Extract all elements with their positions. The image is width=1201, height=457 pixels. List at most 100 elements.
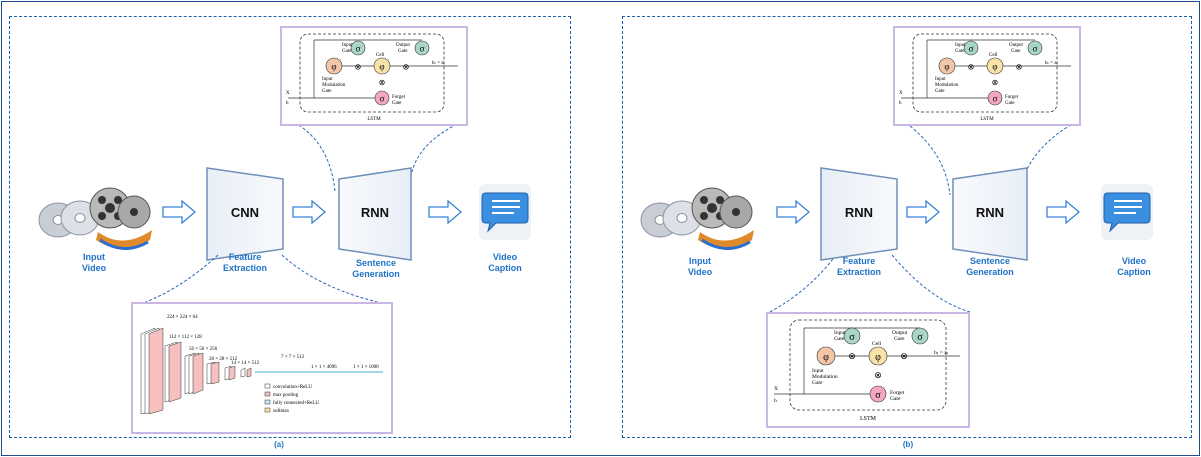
svg-text:Gate: Gate xyxy=(342,49,352,54)
svg-text:Gate: Gate xyxy=(812,380,823,386)
svg-text:⊗: ⊗ xyxy=(355,63,362,72)
svg-text:1 × 1 × 1000: 1 × 1 × 1000 xyxy=(353,365,379,370)
arrow-icon xyxy=(428,200,462,224)
svg-text:hₜ = zₜ: hₜ = zₜ xyxy=(432,61,446,66)
svg-text:φ: φ xyxy=(992,62,997,72)
svg-text:φ: φ xyxy=(379,62,384,72)
svg-text:LSTM: LSTM xyxy=(367,117,381,122)
svg-text:σ: σ xyxy=(969,44,974,54)
svg-text:Cell: Cell xyxy=(989,53,998,58)
svg-text:φ: φ xyxy=(944,62,949,72)
rnn-block xyxy=(338,167,412,261)
svg-text:⊗: ⊗ xyxy=(1016,63,1023,72)
svg-text:⊗: ⊗ xyxy=(992,78,999,87)
svg-text:Forget: Forget xyxy=(1005,95,1019,100)
arrow-icon xyxy=(162,200,196,224)
stage2-label: RNN xyxy=(360,205,390,220)
svg-text:σ: σ xyxy=(917,332,923,343)
svg-text:σ: σ xyxy=(356,44,361,54)
arrow-icon xyxy=(776,200,810,224)
svg-text:X: X xyxy=(286,91,290,96)
svg-text:⊗: ⊗ xyxy=(968,63,975,72)
panel-a xyxy=(9,16,571,438)
svg-text:Modulation: Modulation xyxy=(812,374,838,380)
svg-text:h: h xyxy=(286,101,289,106)
caption-bubble-icon xyxy=(479,184,531,240)
svg-text:Input: Input xyxy=(342,43,353,48)
svg-text:1 × 1 × 4096: 1 × 1 × 4096 xyxy=(311,365,337,370)
video-reel-icon xyxy=(640,187,754,250)
caption-bubble-icon xyxy=(1101,184,1153,240)
stage1-label: CNN xyxy=(230,205,260,220)
arrow-icon xyxy=(906,200,940,224)
panel-a-caption: (a) xyxy=(274,440,284,449)
svg-text:Gate: Gate xyxy=(935,89,945,94)
svg-text:σ: σ xyxy=(875,390,881,401)
svg-text:Input: Input xyxy=(812,368,824,374)
vgg-inset: 224 × 224 × 64 112 × 112 × 128 56 × 56 ×… xyxy=(131,302,393,434)
svg-text:softmax: softmax xyxy=(273,409,290,414)
svg-text:⊗: ⊗ xyxy=(874,370,882,380)
svg-text:Input: Input xyxy=(322,77,333,82)
arrow-icon xyxy=(1046,200,1080,224)
cnn-block xyxy=(206,167,284,261)
svg-text:Output: Output xyxy=(1009,43,1024,48)
vgg-diagram: 224 × 224 × 64 112 × 112 × 128 56 × 56 ×… xyxy=(140,315,383,415)
svg-text:hₜ = zₜ: hₜ = zₜ xyxy=(934,350,949,356)
svg-text:Gate: Gate xyxy=(392,101,402,106)
svg-text:Input: Input xyxy=(935,77,946,82)
svg-text:28 × 28 × 512: 28 × 28 × 512 xyxy=(209,357,238,362)
video-reel-icon xyxy=(38,187,152,250)
svg-text:h: h xyxy=(899,101,902,106)
svg-text:56 × 56 × 256: 56 × 56 × 256 xyxy=(189,347,218,352)
panel-b-caption: (b) xyxy=(902,440,914,449)
svg-text:⊗: ⊗ xyxy=(379,78,386,87)
svg-text:X: X xyxy=(774,386,778,392)
svg-text:Gate: Gate xyxy=(955,49,965,54)
svg-text:σ: σ xyxy=(380,94,385,104)
svg-text:Gate: Gate xyxy=(890,396,901,402)
svg-text:7 × 7 × 512: 7 × 7 × 512 xyxy=(281,355,305,360)
svg-text:Output: Output xyxy=(396,43,411,48)
stage1-label: RNN xyxy=(844,205,874,220)
svg-text:Gate: Gate xyxy=(834,336,845,342)
svg-text:Cell: Cell xyxy=(872,341,882,347)
stage2-label: RNN xyxy=(975,205,1005,220)
arrow-icon xyxy=(292,200,326,224)
svg-text:LSTM: LSTM xyxy=(980,117,994,122)
svg-text:Output: Output xyxy=(892,330,908,336)
svg-text:σ: σ xyxy=(849,332,855,343)
svg-text:Input: Input xyxy=(834,330,846,336)
svg-text:X: X xyxy=(899,91,903,96)
svg-text:LSTM: LSTM xyxy=(860,416,877,422)
svg-text:Modulation: Modulation xyxy=(322,83,346,88)
svg-text:φ: φ xyxy=(823,352,829,363)
svg-text:σ: σ xyxy=(420,44,425,54)
svg-text:112 × 112 × 128: 112 × 112 × 128 xyxy=(169,335,202,340)
svg-text:σ: σ xyxy=(993,94,998,104)
svg-text:14 × 14 × 512: 14 × 14 × 512 xyxy=(231,361,260,366)
svg-text:Gate: Gate xyxy=(1005,101,1015,106)
panel-b xyxy=(622,16,1192,438)
svg-text:224 × 224 × 64: 224 × 224 × 64 xyxy=(167,315,198,320)
svg-text:Gate: Gate xyxy=(398,49,408,54)
svg-text:convolution+ReLU: convolution+ReLU xyxy=(273,385,312,390)
svg-text:Cell: Cell xyxy=(376,53,385,58)
svg-text:Input: Input xyxy=(955,43,966,48)
svg-text:Gate: Gate xyxy=(894,336,905,342)
svg-text:h: h xyxy=(774,398,777,404)
svg-text:φ: φ xyxy=(331,62,336,72)
svg-text:⊗: ⊗ xyxy=(900,351,908,361)
